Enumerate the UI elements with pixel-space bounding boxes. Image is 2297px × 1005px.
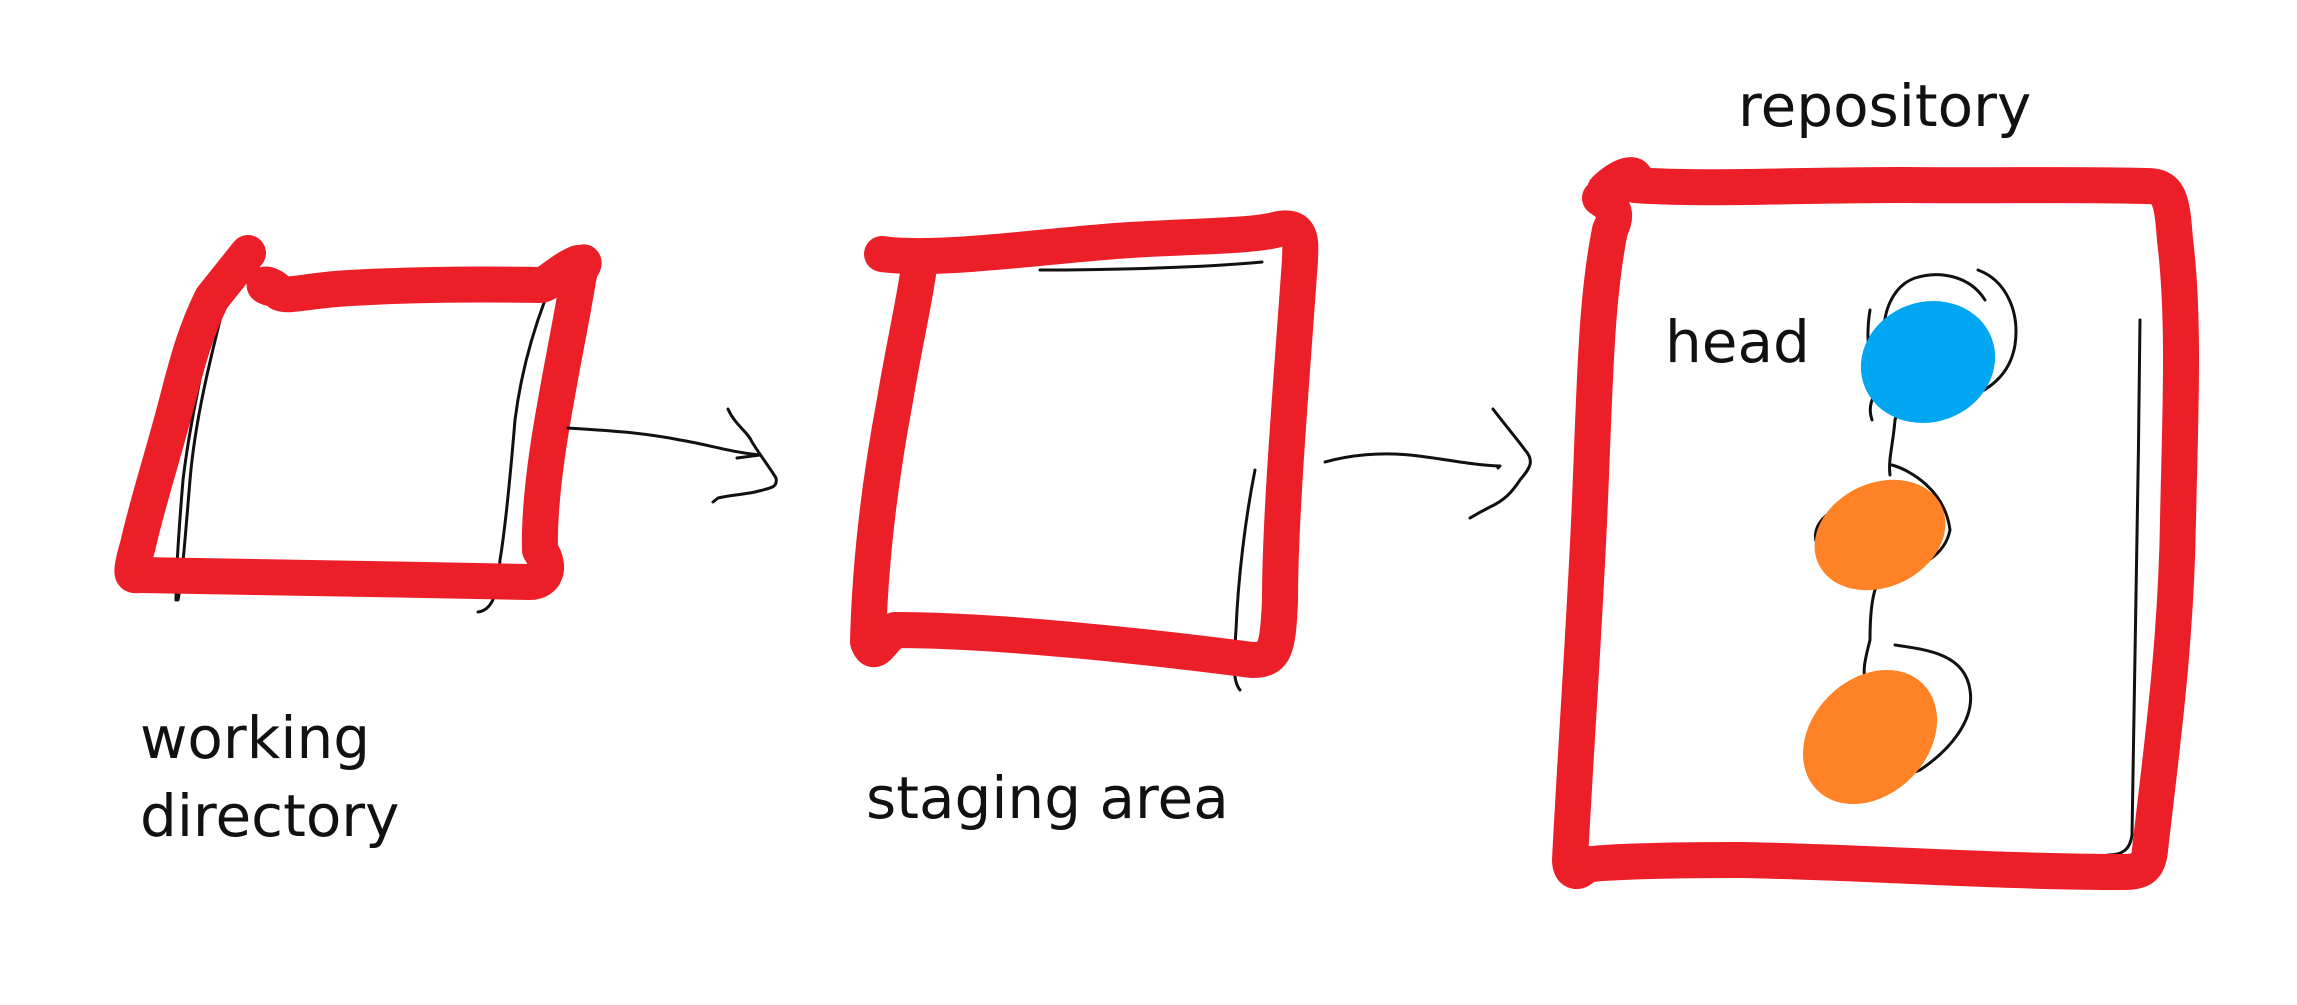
commit-node-2 [1814, 479, 1946, 591]
staging-area-box [850, 210, 1319, 692]
repository-sketch-lines [2106, 318, 2142, 857]
commit-node-3 [1802, 669, 1938, 805]
head-commit-node [1860, 301, 1996, 423]
working-directory-label-line1: working [140, 704, 371, 772]
arrow-staging-to-repository [1323, 407, 1532, 520]
head-commit-outline [1882, 273, 1987, 347]
head-label: head [1665, 308, 1810, 376]
repository-outline [1552, 157, 2200, 890]
working-directory-box [114, 235, 602, 614]
arrow-1-head [711, 407, 778, 504]
working-directory-label-line2: directory [140, 782, 400, 850]
staging-area-label: staging area [866, 764, 1229, 832]
staging-area-outline [850, 210, 1319, 678]
repository-box [1552, 157, 2200, 890]
arrow-1-shaft [566, 426, 762, 460]
commit-chain [1802, 268, 2018, 805]
arrow-2-head [1468, 407, 1532, 520]
working-directory-outline [114, 235, 602, 600]
arrow-working-to-staging [566, 407, 778, 504]
repository-label: repository [1738, 72, 2032, 140]
arrow-2-shaft [1323, 452, 1502, 470]
